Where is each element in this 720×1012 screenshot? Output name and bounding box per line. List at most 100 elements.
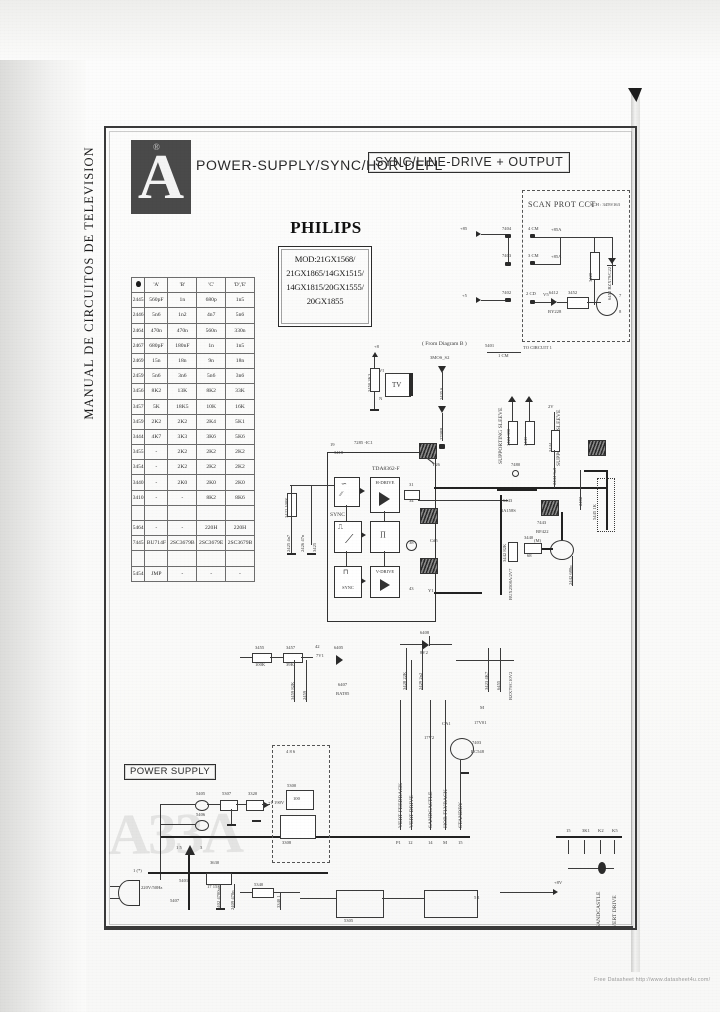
right-bus-label-vert-drive: VERT DRIVE: [612, 895, 618, 928]
scan-protection-block: [522, 190, 630, 342]
table-cell: 1n: [167, 292, 198, 309]
wire: [236, 804, 246, 805]
output-node: [406, 540, 417, 551]
terminal: [439, 444, 445, 449]
table-header-cell: 'A': [144, 276, 169, 294]
net-label-85a-2: +85A: [551, 254, 562, 259]
wire: [500, 495, 503, 595]
psu-output-box-2: [424, 890, 478, 918]
psu-hv-module: [272, 745, 330, 863]
amplifier-icon: [380, 579, 390, 591]
wire: [280, 892, 281, 910]
oscillator-icon: ∽: [341, 480, 347, 488]
table-cell: [167, 550, 198, 567]
wire: [411, 660, 412, 830]
wire: [584, 840, 585, 854]
table-cell: 3K3: [167, 428, 198, 446]
ground-icon: [460, 772, 469, 774]
table-cell: [224, 550, 256, 567]
wire: [533, 548, 553, 551]
oscillator-slash-icon: ∕∕: [340, 490, 343, 498]
connector-pin: 3K1: [582, 828, 590, 833]
part-label: 6407: [338, 682, 348, 687]
connector-pin: M: [443, 840, 448, 845]
wire: [481, 300, 509, 301]
mains-source-icon: [118, 880, 140, 906]
page-title: POWER-SUPPLY/SYNC/HOR-DEFL: [196, 158, 443, 173]
ground-icon: [287, 553, 296, 555]
ic-block-label: V-DRIVE: [375, 569, 395, 574]
table-cell: -: [144, 459, 169, 476]
part-label: 6443: [503, 498, 513, 503]
ic-block-pulse: ∏: [370, 521, 400, 553]
wire: [384, 511, 385, 521]
resistor-3441: [525, 421, 535, 445]
table-cell: 2K2: [167, 413, 198, 430]
table-header-row: 'A' 'B' 'C' 'D','E': [130, 276, 256, 294]
table-cell: 18n: [167, 352, 198, 370]
supply-arrow-icon: [525, 396, 533, 402]
ic-block-h-drive: H-DRIVE: [370, 477, 400, 513]
inductor-icon: [195, 820, 209, 831]
part-label: 8V2: [420, 650, 428, 655]
part-label: BA158S: [500, 508, 516, 513]
scan-shadow-left: [0, 0, 86, 1012]
part-label: BY228: [548, 309, 562, 314]
feedback-box: [404, 490, 420, 500]
wire: [500, 648, 501, 692]
connector-arrow-icon: [438, 406, 446, 413]
table-cell: 560pF: [144, 292, 169, 309]
table-cell: -: [167, 565, 198, 582]
table-cell: 2K2: [196, 444, 226, 461]
right-bus-label-sandcastle: SANDCASTLE: [596, 891, 602, 928]
part-label: BZX79/C10V2: [508, 671, 513, 700]
table-cell: 1n2: [167, 307, 198, 324]
table-cell: 2SC3679B: [224, 535, 256, 552]
connector-pin: K2: [598, 828, 604, 833]
wire: [568, 840, 569, 854]
wire: [584, 470, 608, 473]
table-cell: 15n: [144, 352, 169, 370]
net-label-to-circuit: TO CIRCUIT 1: [523, 345, 552, 350]
table-cell: 2K0: [167, 474, 198, 491]
net-label: 42: [315, 644, 320, 649]
signal-arrow-icon: [553, 889, 558, 895]
table-cell: 4n7: [196, 307, 226, 324]
waveform-marker: [420, 508, 438, 524]
table-cell: [144, 504, 169, 522]
pin-number: 7: [619, 293, 622, 298]
waveform-marker: [420, 558, 438, 574]
part-label: 3420: [588, 272, 593, 282]
wire: [294, 660, 295, 702]
connector-pin: 15: [458, 840, 463, 845]
resistor-3450: [370, 368, 380, 392]
wire: [580, 470, 581, 510]
connector-arrow-icon: [438, 366, 446, 373]
table-cell: -: [144, 474, 169, 491]
pin-number: 19: [330, 442, 335, 447]
wire: [382, 898, 424, 899]
net-label: 3457: [286, 645, 296, 650]
net-label: 3455: [255, 645, 265, 650]
net-label: 17V2: [424, 735, 434, 740]
brand-name: PHILIPS: [290, 218, 362, 237]
connector-pin: 14: [428, 840, 433, 845]
table-cell: -: [224, 565, 256, 582]
ic-outline: [327, 452, 436, 622]
part-label: BF422: [536, 529, 549, 534]
supply-arrow-icon: [476, 231, 481, 237]
net-label: 7404: [502, 226, 512, 231]
wire: [614, 840, 615, 854]
table-cell: 4K7: [144, 428, 169, 446]
supply-arrow-icon: [264, 802, 269, 808]
table-cell: 10K: [196, 398, 226, 415]
page-edge-line: [104, 926, 633, 928]
part-label: 3422 100K: [284, 497, 289, 518]
table-cell: 2K2: [224, 459, 256, 476]
table-cell: 2K4: [196, 413, 226, 430]
ic-block-oscillator: ∽ ∕∕: [334, 477, 360, 507]
table-cell: 5n6: [196, 368, 226, 385]
